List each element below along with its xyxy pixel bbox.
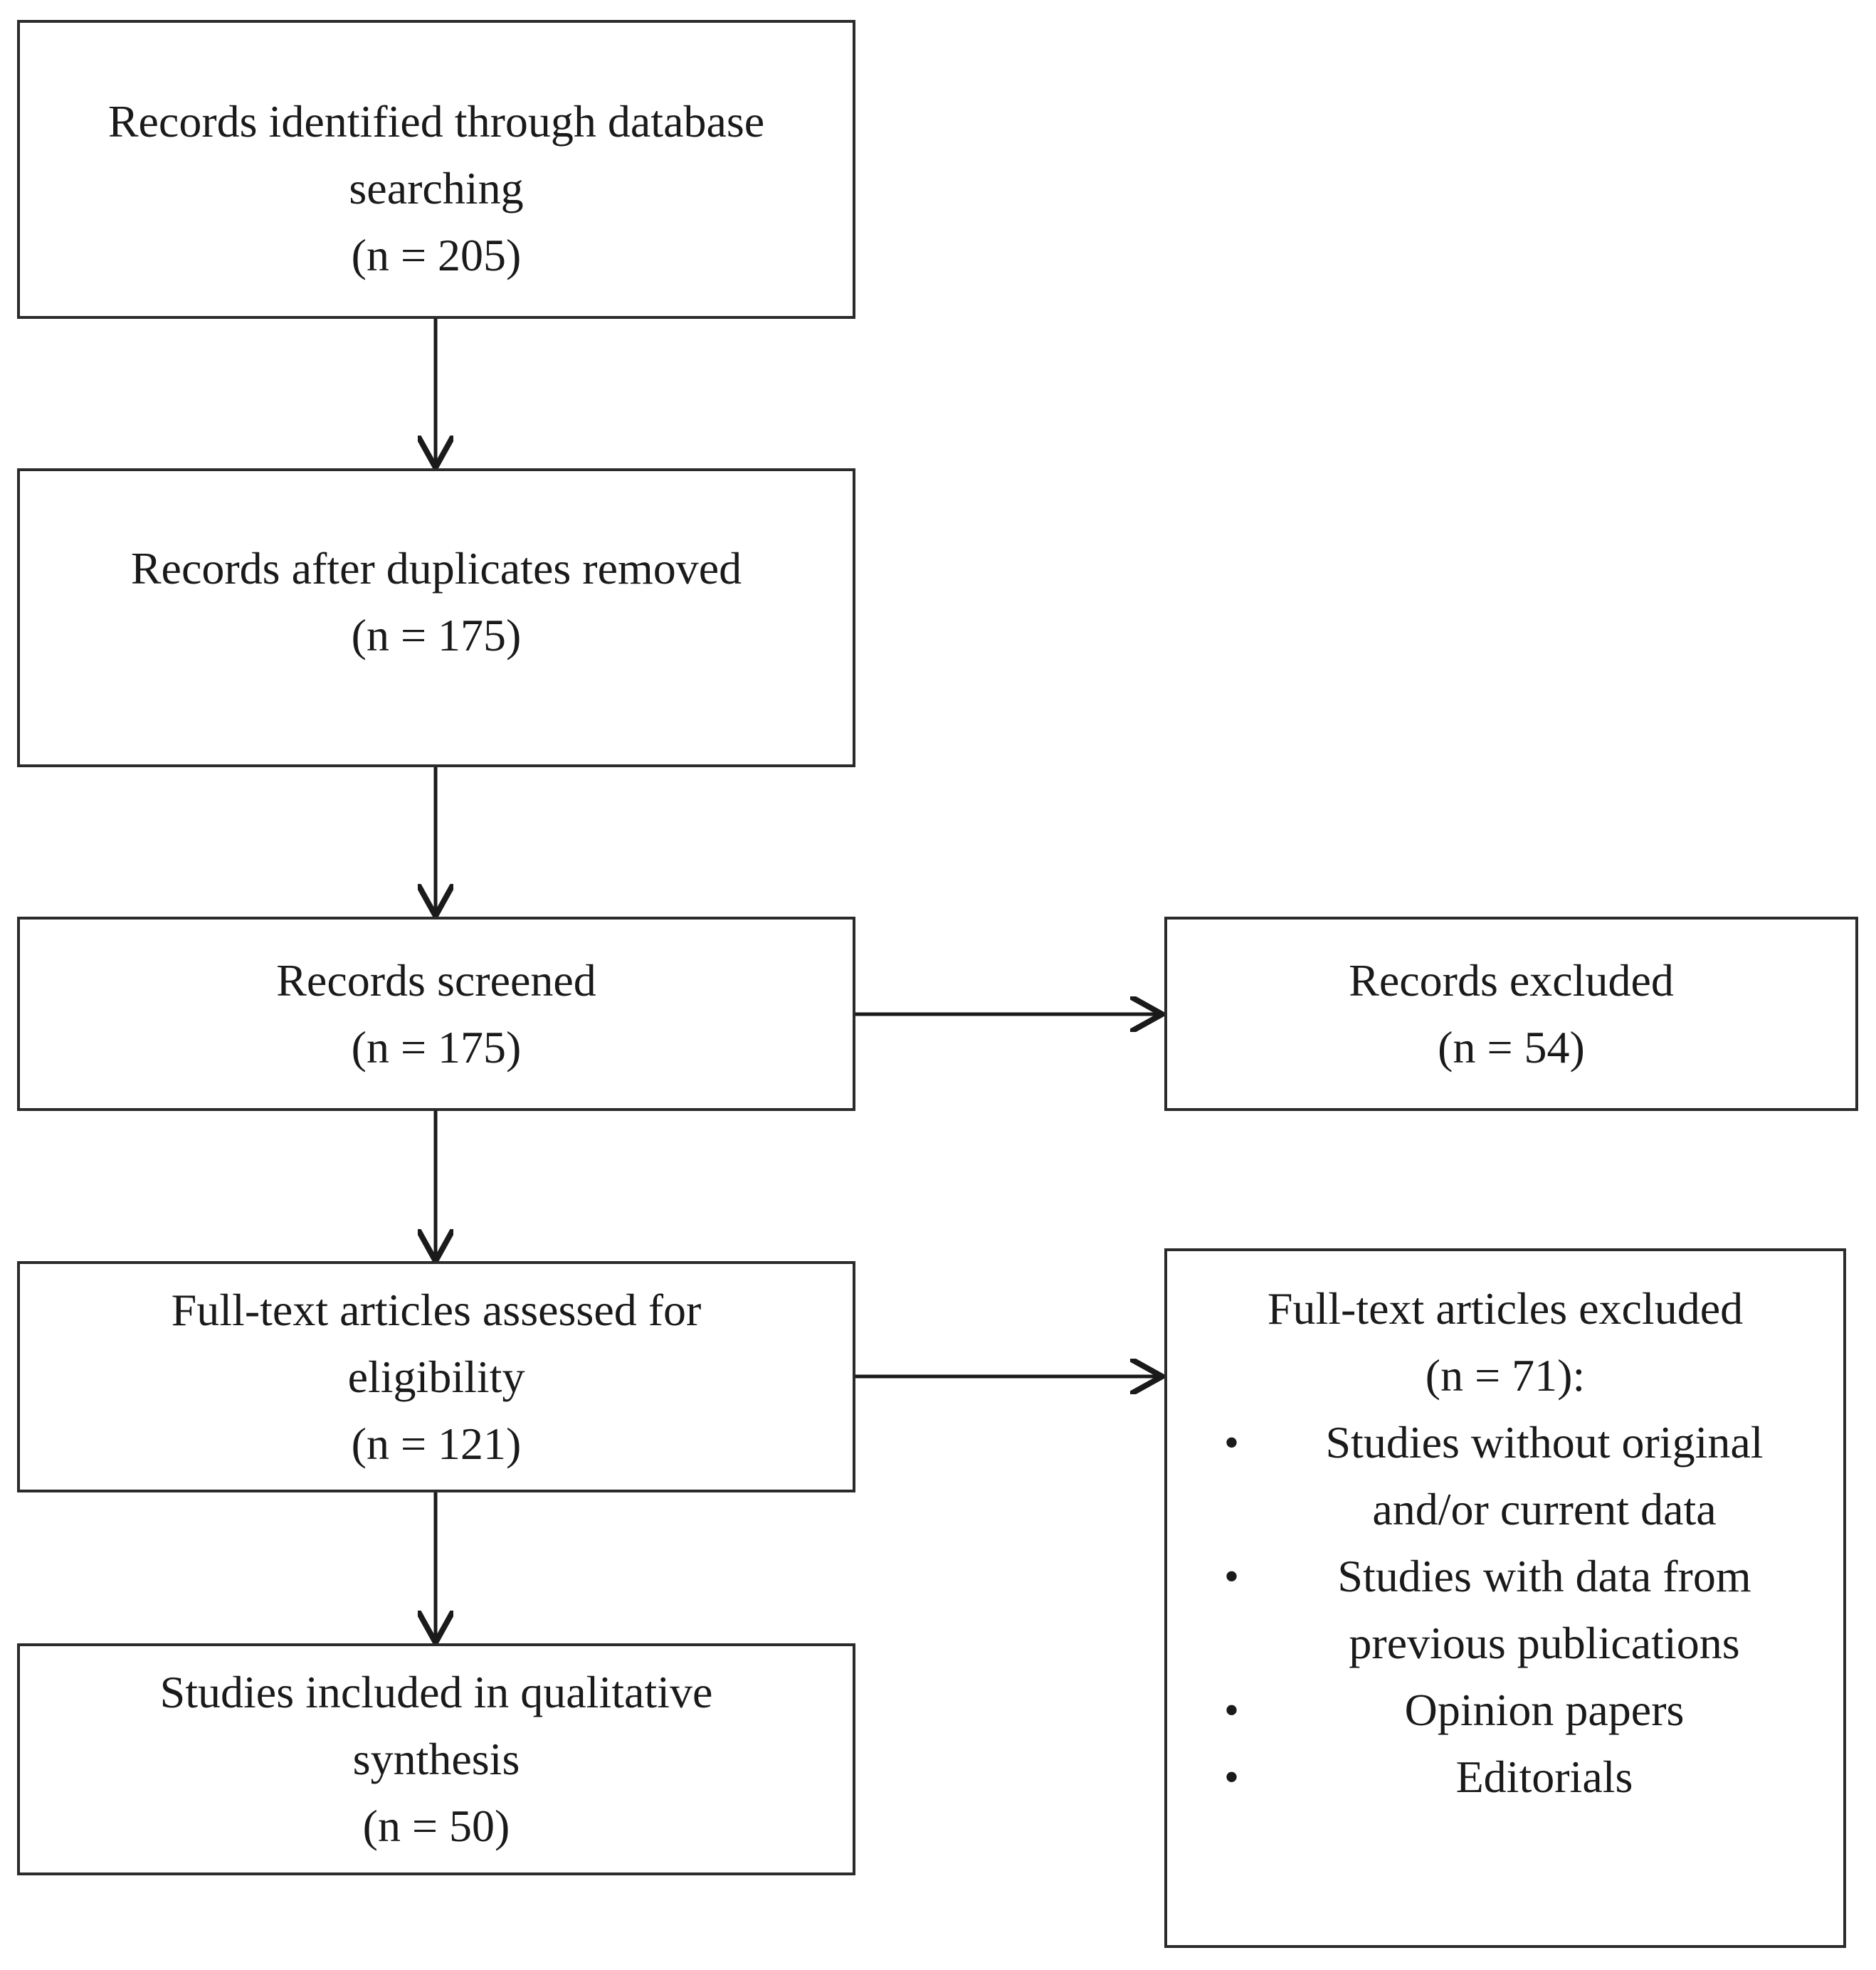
fulltext-assessed-line-2: eligibility (347, 1351, 525, 1402)
exclusion-reason-text: Studies without original (1325, 1417, 1764, 1468)
studies-included-line-1: Studies included in qualitative (159, 1667, 713, 1717)
bullet-marker: • (1224, 1754, 1240, 1801)
exclusion-reason-item: • Studies without original and/or curren… (1167, 1409, 1843, 1543)
fulltext-assessed-line-1: Full-text articles assessed for (171, 1284, 702, 1335)
records-identified-count: (n = 205) (351, 230, 522, 280)
bullet-marker: • (1224, 1687, 1240, 1734)
bullet-marker: • (1224, 1553, 1240, 1600)
studies-included-box: Studies included in qualitative synthesi… (17, 1643, 855, 1875)
records-identified-box: Records identified through database sear… (17, 20, 855, 319)
exclusion-reason-text: Editorials (1455, 1752, 1633, 1802)
exclusion-reason-item: • Opinion papers (1167, 1677, 1843, 1744)
fulltext-excluded-count: (n = 71): (1425, 1350, 1586, 1401)
exclusion-reason-text: and/or current data (1372, 1484, 1717, 1534)
exclusion-reason-text: Studies with data from (1337, 1551, 1751, 1601)
records-excluded-line-1: Records excluded (1349, 954, 1674, 1006)
fulltext-excluded-line-1: Full-text articles excluded (1267, 1283, 1744, 1334)
bullet-marker: • (1224, 1419, 1240, 1466)
records-excluded-box: Records excluded (n = 54) (1164, 917, 1858, 1111)
exclusion-reason-item: • Editorials (1167, 1744, 1843, 1811)
records-identified-line-1: Records identified through database (107, 96, 765, 147)
fulltext-excluded-box: Full-text articles excluded (n = 71): • … (1164, 1248, 1846, 1948)
records-after-duplicates-count: (n = 175) (351, 610, 522, 660)
studies-included-line-2: synthesis (352, 1734, 520, 1784)
records-screened-line-1: Records screened (276, 954, 596, 1006)
records-identified-line-2: searching (349, 163, 524, 214)
records-excluded-count: (n = 54) (1438, 1021, 1585, 1073)
exclusion-reason-item: • Studies with data from previous public… (1167, 1543, 1843, 1677)
records-after-duplicates-box: Records after duplicates removed (n = 17… (17, 468, 855, 767)
exclusion-reason-text: previous publications (1349, 1618, 1740, 1668)
fulltext-assessed-count: (n = 121) (351, 1418, 522, 1469)
exclusion-reason-text: Opinion papers (1404, 1685, 1685, 1735)
studies-included-count: (n = 50) (362, 1801, 510, 1851)
records-screened-box: Records screened (n = 175) (17, 917, 855, 1111)
records-screened-count: (n = 175) (351, 1021, 522, 1073)
fulltext-assessed-box: Full-text articles assessed for eligibil… (17, 1261, 855, 1492)
records-after-duplicates-line-1: Records after duplicates removed (130, 543, 742, 594)
exclusion-reasons-list: • Studies without original and/or curren… (1167, 1409, 1843, 1811)
